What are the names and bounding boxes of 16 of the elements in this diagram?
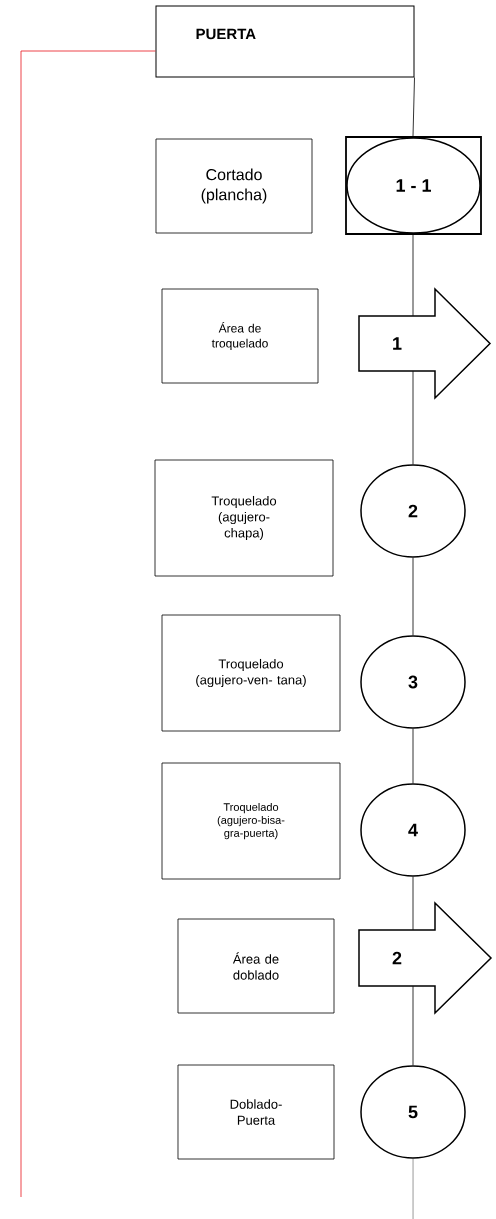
connector-line (412, 370, 414, 465)
description-box: Área de troquelado (161, 288, 319, 384)
description-box: Área de doblado (177, 918, 335, 1014)
connector-line (412, 234, 414, 317)
description-box: Troquelado (agujero-ven- tana) (161, 614, 341, 732)
connector-line (412, 728, 414, 784)
description-box: Troquelado (agujero- chapa) (154, 459, 334, 577)
connector-line (412, 77, 415, 137)
connector-line (20, 50, 156, 1198)
description-box: Doblado- Puerta (177, 1064, 335, 1160)
connector-line (412, 876, 414, 931)
description-box: Troquelado (agujero-bisa- gra-puerta) (161, 762, 341, 880)
header-box: PUERTA (155, 5, 415, 78)
connector-line (412, 985, 414, 1066)
connector-line (412, 557, 414, 636)
description-box: Cortado (plancha) (155, 138, 313, 234)
